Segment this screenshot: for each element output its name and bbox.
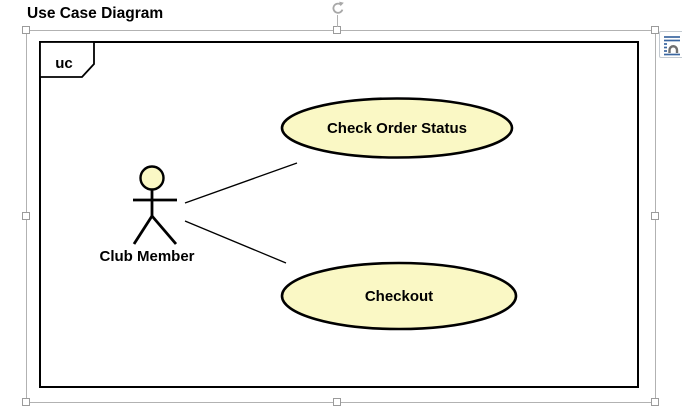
diagram-frame <box>39 41 639 388</box>
actor-left-leg <box>132 215 154 245</box>
layout-options-button[interactable] <box>659 31 682 58</box>
actor-label: Club Member <box>99 248 194 265</box>
rotate-handle-stem <box>337 15 338 27</box>
resize-handle-top-left[interactable] <box>22 26 30 34</box>
use-case-ellipse-check-order-status <box>280 97 514 159</box>
association-line-checkout <box>184 220 287 264</box>
actor-head <box>139 165 165 191</box>
actor-club-member <box>132 165 178 245</box>
resize-handle-top-right[interactable] <box>651 26 659 34</box>
resize-handle-middle-left[interactable] <box>22 212 30 220</box>
use-case-ellipse-checkout <box>280 261 518 331</box>
diagram-title: Use Case Diagram <box>27 5 164 22</box>
resize-handle-middle-right[interactable] <box>651 212 659 220</box>
frame-tag-pentagon <box>39 41 95 78</box>
actor-right-leg <box>150 215 178 245</box>
rotate-icon[interactable] <box>329 1 345 17</box>
resize-handle-top-center[interactable] <box>333 26 341 34</box>
text-wrap-icon <box>664 35 680 55</box>
use-case-label-checkout: Checkout <box>365 288 433 305</box>
frame-tag-label: uc <box>55 55 73 72</box>
association-line-check-order-status <box>184 162 298 204</box>
resize-handle-bottom-left[interactable] <box>22 398 30 406</box>
resize-handle-bottom-center[interactable] <box>333 398 341 406</box>
resize-handle-bottom-right[interactable] <box>651 398 659 406</box>
use-case-label-check-order-status: Check Order Status <box>327 120 467 137</box>
